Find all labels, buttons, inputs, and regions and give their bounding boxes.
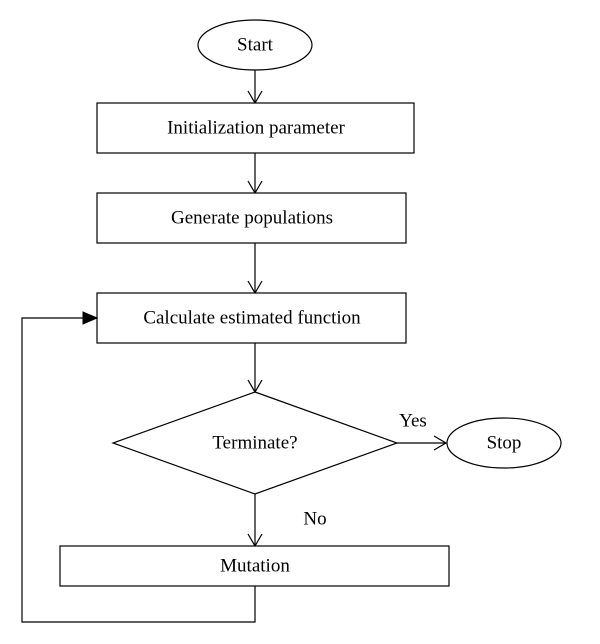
edge-decision-to-stop: Yes xyxy=(397,411,448,451)
calculate-label: Calculate estimated function xyxy=(143,308,361,329)
edge-start-to-init xyxy=(247,70,263,105)
stop-ellipse xyxy=(446,417,562,469)
init-box xyxy=(96,102,415,154)
init-node: Initialization parameter xyxy=(96,102,415,154)
calculate-node: Calculate estimated function xyxy=(96,292,407,344)
no-label: No xyxy=(303,509,326,530)
edge-mutation-loop-to-calculate xyxy=(21,311,256,623)
start-node: Start xyxy=(197,19,313,71)
stop-node: Stop xyxy=(446,417,562,469)
generate-node: Generate populations xyxy=(96,192,407,244)
start-label: Start xyxy=(237,35,274,56)
edge-decision-to-mutation: No xyxy=(247,494,327,548)
edge-init-to-generate xyxy=(247,153,263,195)
generate-box xyxy=(96,192,407,244)
decision-node: Terminate? xyxy=(111,391,399,495)
decision-label: Terminate? xyxy=(212,433,297,454)
stop-label: Stop xyxy=(487,433,522,454)
edge-calculate-to-decision xyxy=(247,343,263,394)
calculate-box xyxy=(96,292,407,344)
edge-generate-to-calculate xyxy=(247,243,263,295)
mutation-label: Mutation xyxy=(220,556,290,577)
mutation-node: Mutation xyxy=(59,545,450,587)
mutation-box xyxy=(59,545,450,587)
generate-label: Generate populations xyxy=(171,208,333,229)
init-label: Initialization parameter xyxy=(167,118,345,139)
yes-label: Yes xyxy=(399,411,427,432)
